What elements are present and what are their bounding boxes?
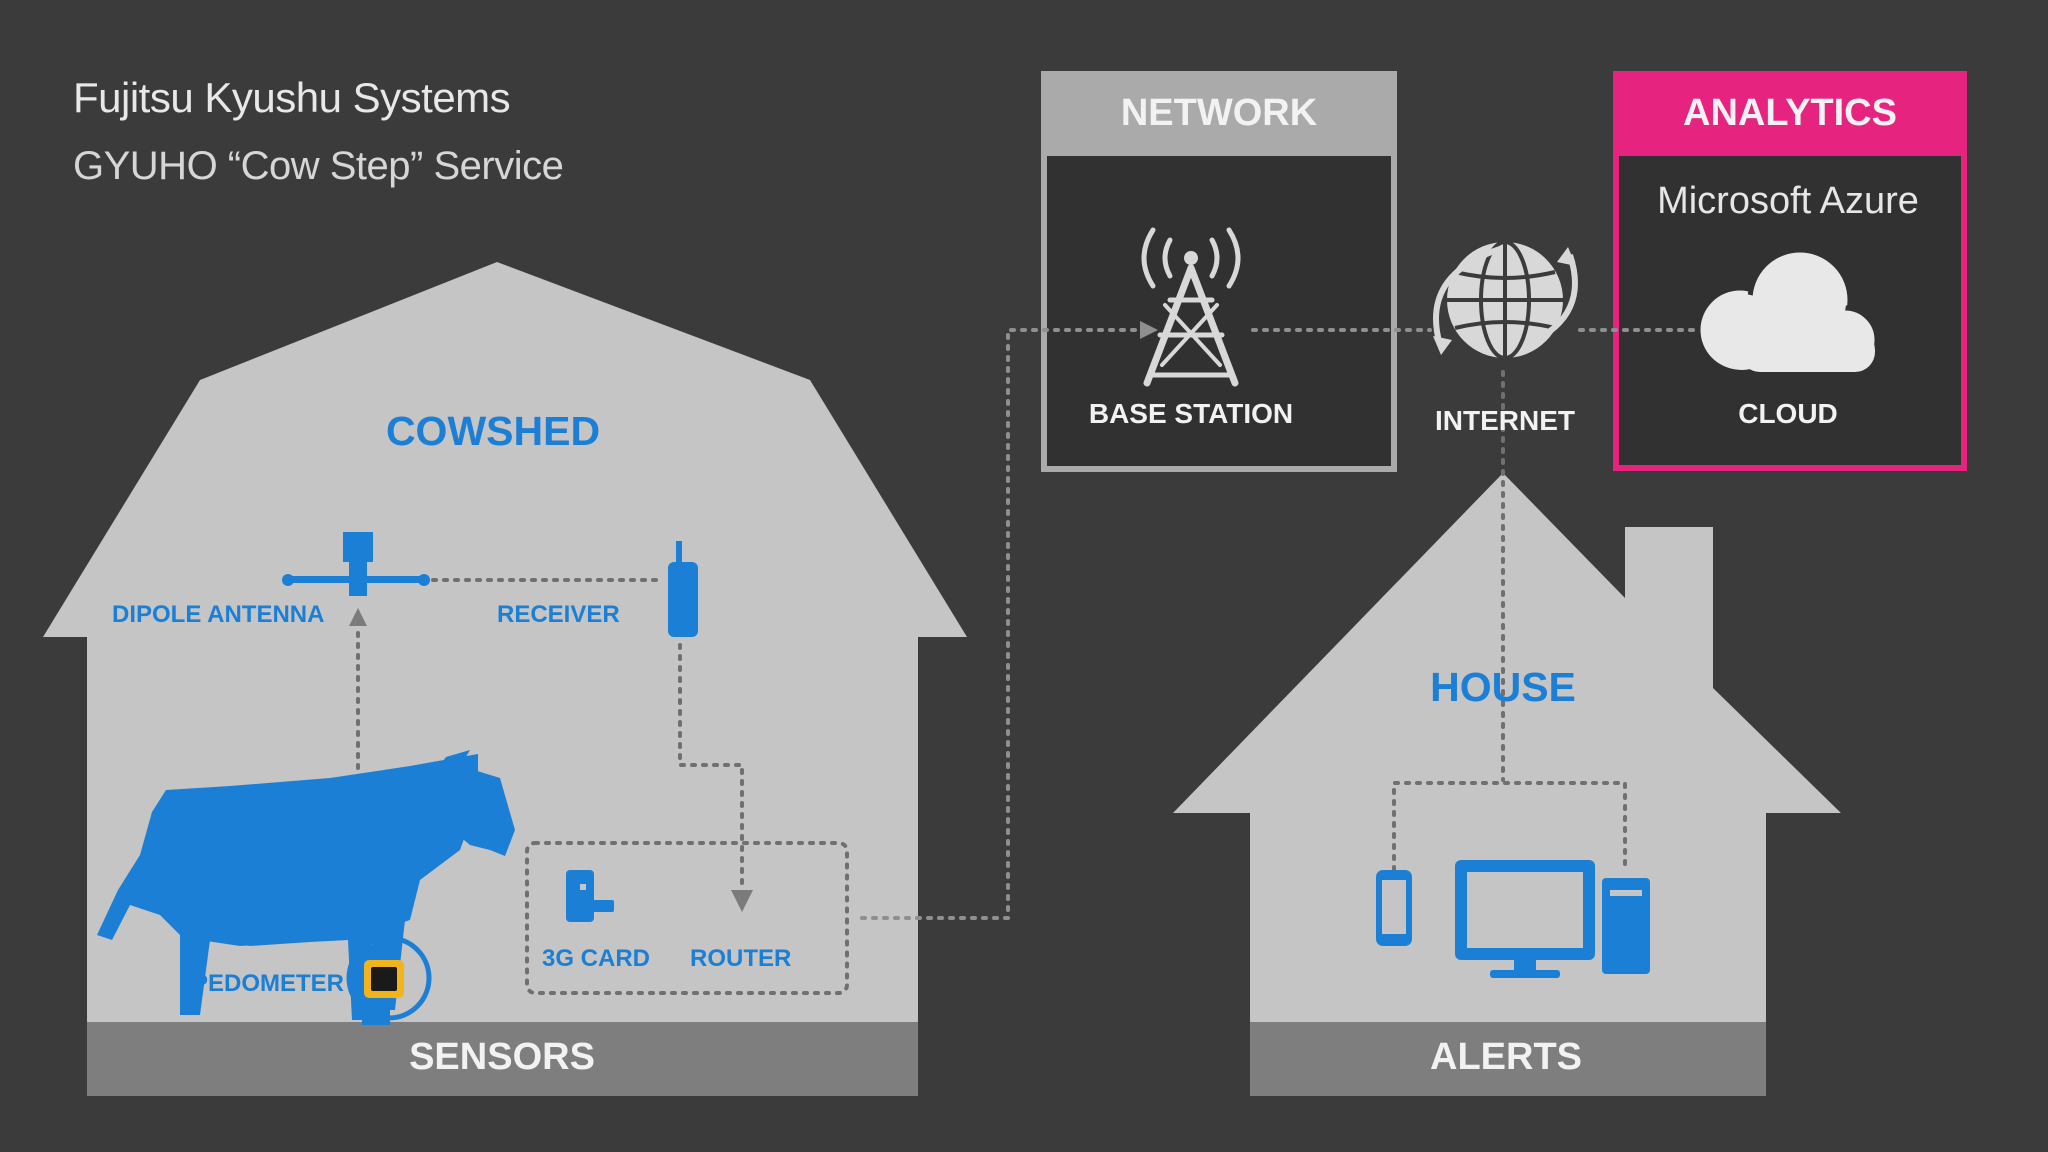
arrow-into-base-station: [1140, 321, 1158, 339]
cow-icon-body-fill: [150, 754, 478, 946]
analytics-header-band: [1616, 74, 1964, 156]
network-header: NETWORK: [1120, 92, 1318, 134]
arrow-up-to-antenna: [349, 608, 367, 626]
azure-label: Microsoft Azure: [1657, 180, 1919, 222]
cloud-label: CLOUD: [1738, 398, 1838, 429]
phone-icon: [1376, 870, 1412, 946]
internet-globe-icon: [1433, 240, 1578, 360]
internet-label: INTERNET: [1435, 405, 1575, 436]
alerts-footer-band: [1250, 1022, 1766, 1096]
base-station-icon: [1141, 227, 1241, 387]
alerts-footer: ALERTS: [1430, 1036, 1582, 1078]
cloud-icon: [1695, 247, 1880, 375]
receiver-icon: [668, 541, 698, 637]
monitor-icon: [1455, 860, 1595, 978]
desktop-tower-icon: [1602, 878, 1650, 974]
sensors-footer: SENSORS: [409, 1036, 595, 1078]
house-building: [1173, 473, 1841, 1022]
router-label: ROUTER: [690, 945, 792, 972]
dipole-antenna-icon: [282, 532, 430, 596]
arrow-down-to-router: [731, 890, 753, 912]
house-title: HOUSE: [1430, 664, 1576, 710]
pedometer-label: PEDOMETER: [192, 970, 345, 997]
company-title: Fujitsu Kyushu Systems: [73, 74, 511, 121]
pedometer-screen: [371, 967, 397, 991]
3g-card-icon: [566, 870, 614, 922]
connection-lines: [356, 328, 1702, 995]
base-station-label: BASE STATION: [1088, 398, 1294, 429]
sensors-footer-band: [87, 1022, 918, 1096]
analytics-header: ANALYTICS: [1683, 92, 1897, 134]
network-header-band: [1044, 74, 1394, 156]
dipole-antenna-label: DIPOLE ANTENNA: [112, 601, 325, 628]
receiver-label: RECEIVER: [497, 601, 620, 628]
service-subtitle: GYUHO “Cow Step” Service: [73, 144, 564, 188]
3g-card-label: 3G CARD: [542, 945, 651, 972]
cowshed-title: COWSHED: [385, 408, 601, 454]
